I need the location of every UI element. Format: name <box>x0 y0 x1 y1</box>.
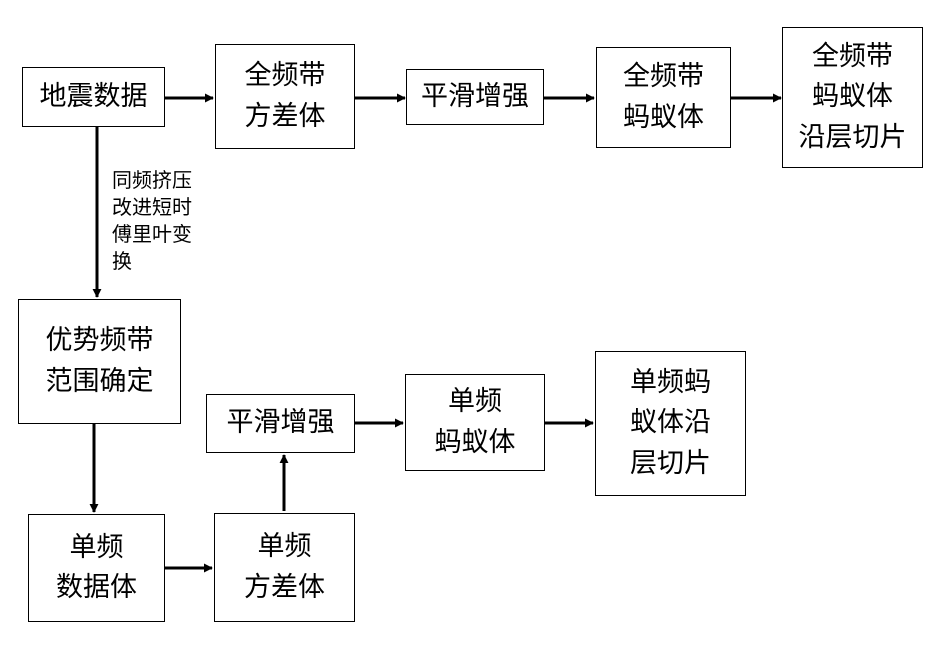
node-single-slice: 单频蚂 蚁体沿 层切片 <box>595 351 746 496</box>
node-dominant-band: 优势频带 范围确定 <box>18 299 181 424</box>
node-smooth-enhance-bottom: 平滑增强 <box>206 394 355 453</box>
node-seismic-data: 地震数据 <box>22 67 165 127</box>
node-single-variance: 单频 方差体 <box>214 513 355 622</box>
node-smooth-enhance-top: 平滑增强 <box>406 69 544 125</box>
node-single-ant: 单频 蚂蚁体 <box>405 374 545 471</box>
node-fullband-ant: 全频带 蚂蚁体 <box>596 47 731 148</box>
node-fullband-variance: 全频带 方差体 <box>215 44 355 149</box>
node-single-data: 单频 数据体 <box>28 514 165 622</box>
node-fullband-slice: 全频带 蚂蚁体 沿层切片 <box>782 27 923 168</box>
edge-label-transform: 同频挤压 改进短时 傅里叶变 换 <box>112 168 192 273</box>
